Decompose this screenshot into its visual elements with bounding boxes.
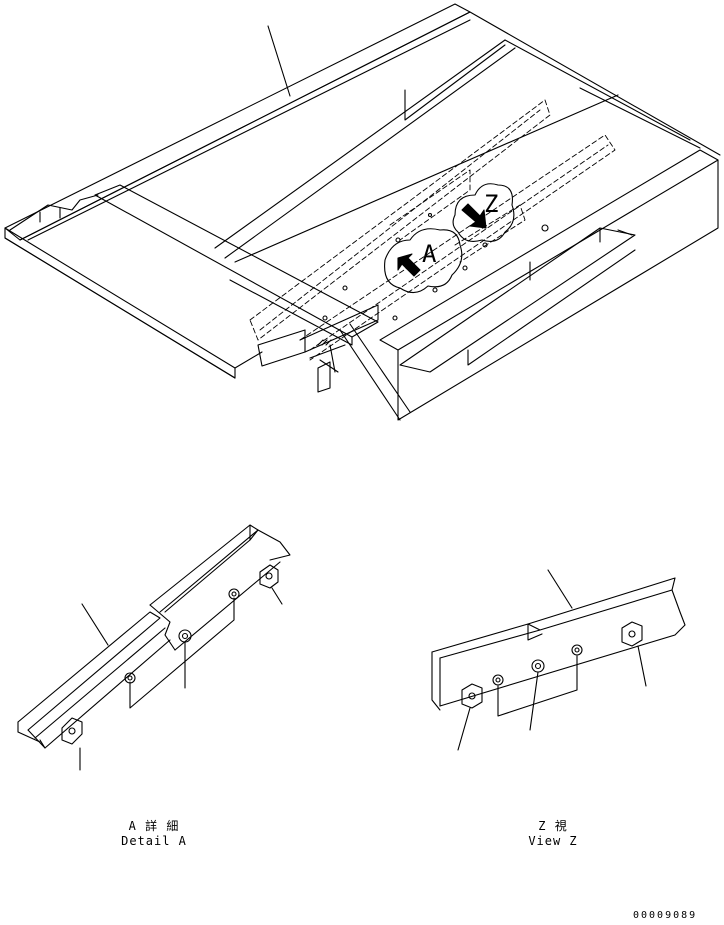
detail-a-caption-jp: A 詳 細 <box>128 819 180 833</box>
detail-a-drawing <box>17 524 291 771</box>
bolt-center-icon <box>127 675 133 681</box>
callout-letter-z: Z <box>484 190 498 218</box>
drawing-number: 00009089 <box>633 910 698 921</box>
hidden-lines <box>249 99 616 361</box>
bolt-center-icon <box>181 632 189 640</box>
bolt-center-icon <box>495 677 501 683</box>
view-z-callout: Z <box>452 183 515 242</box>
nut-hole-icon <box>468 692 476 700</box>
bolt-icon <box>492 674 504 686</box>
arrow-down-right-icon <box>461 203 487 229</box>
bolt-center-icon <box>231 591 237 597</box>
view-z-caption-jp: Z 視 <box>538 819 568 833</box>
detail-a-caption-en: Detail A <box>121 834 187 848</box>
view-z-caption: Z 視 View Z <box>508 819 598 849</box>
nut-icon <box>61 717 83 745</box>
nut-hole-icon <box>265 572 273 580</box>
main-leaders <box>267 25 633 373</box>
view-z-caption-en: View Z <box>528 834 578 848</box>
bolt-center-icon <box>574 647 580 653</box>
nut-icon <box>461 683 483 709</box>
nut-icon <box>259 564 279 589</box>
nut-icon <box>621 621 643 647</box>
main-assembly <box>4 3 721 421</box>
view-z-drawing <box>431 569 686 751</box>
bolt-icon <box>178 629 192 643</box>
arrow-up-left-icon <box>397 253 421 277</box>
bolt-icon <box>531 659 545 673</box>
detail-a-callout: A <box>384 228 463 294</box>
bolt-icon <box>571 644 583 656</box>
nut-hole-icon <box>628 630 636 638</box>
bolt-center-icon <box>534 662 542 670</box>
callout-letter-a: A <box>422 240 437 268</box>
main-fastener-marks <box>322 212 549 321</box>
detail-a-caption: A 詳 細 Detail A <box>104 819 204 849</box>
nut-hole-icon <box>68 727 76 735</box>
